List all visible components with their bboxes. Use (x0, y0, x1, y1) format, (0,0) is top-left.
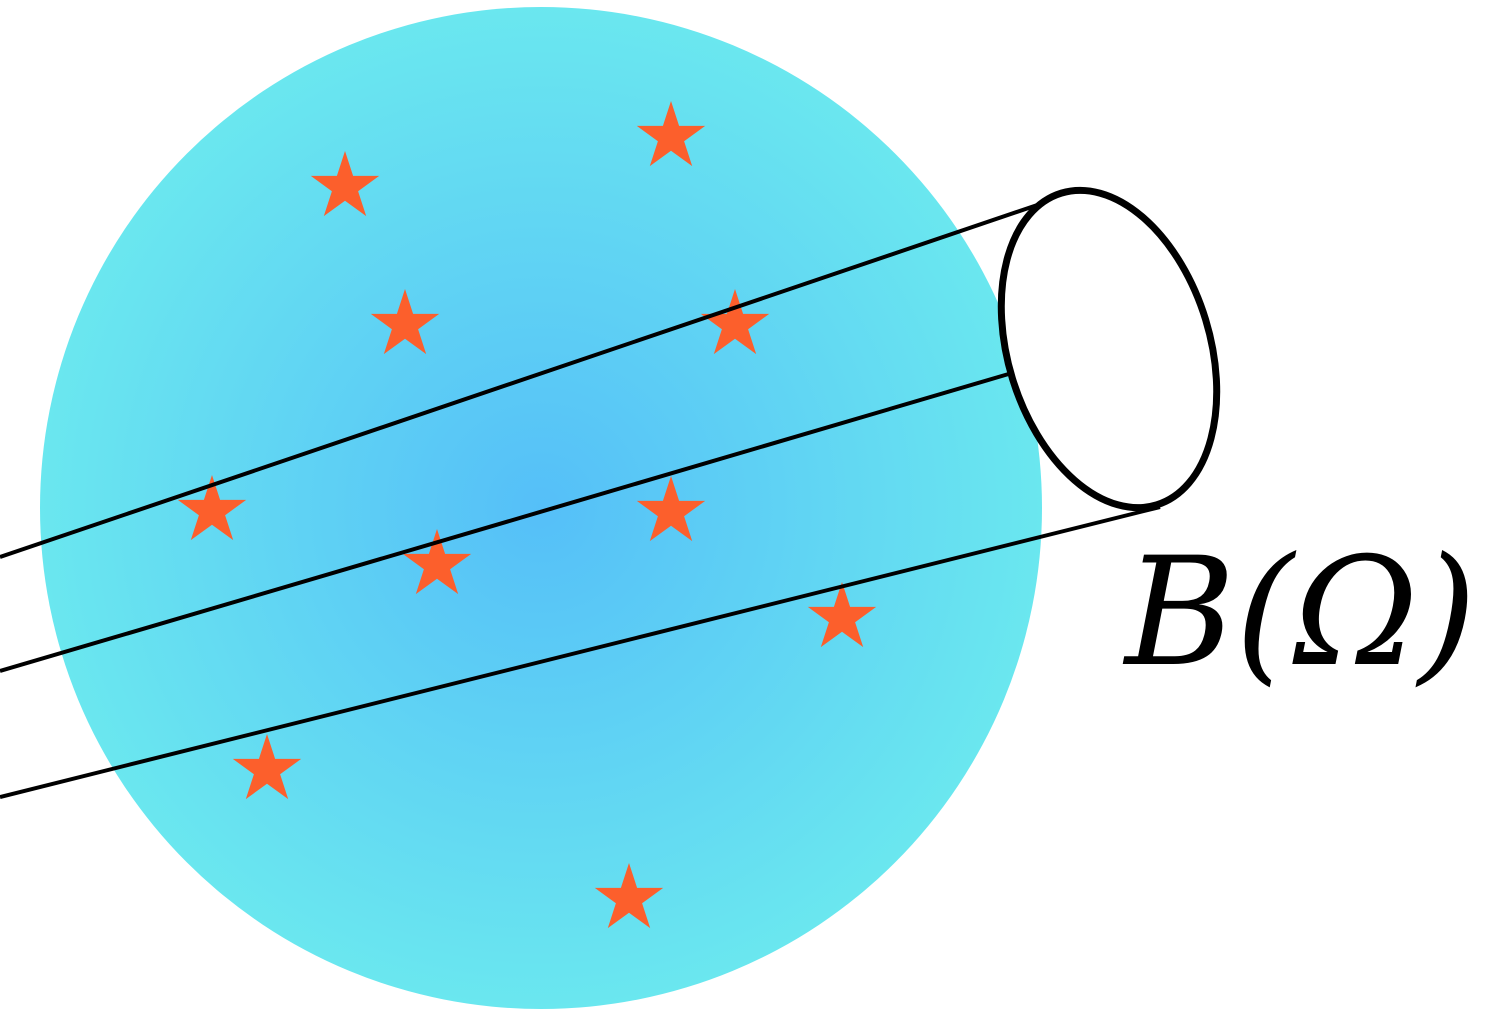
beam-label: B(Ω) (1122, 526, 1477, 700)
